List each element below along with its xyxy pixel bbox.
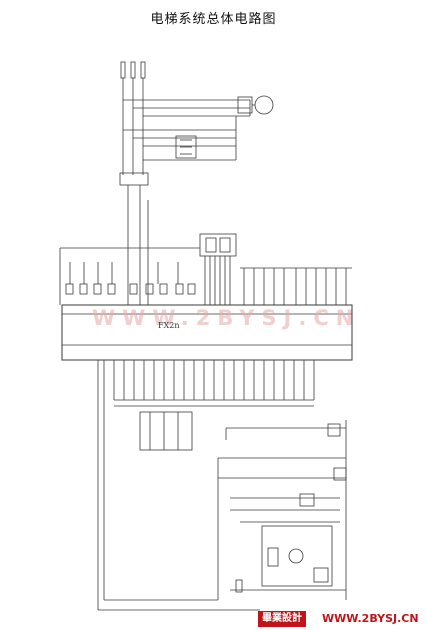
plc-input-wires	[97, 360, 315, 610]
page-title: 电梯系统总体电路图	[150, 12, 277, 27]
inverter-block	[175, 135, 197, 159]
footer-logo: 畢業設計	[258, 611, 306, 627]
output-coils	[59, 247, 200, 305]
call-indicators	[240, 267, 352, 305]
limit-switch-block	[139, 411, 193, 451]
footer-site-link[interactable]: WWW.2BYSJ.CN	[322, 612, 419, 625]
motor	[237, 95, 274, 115]
door-control-circuit	[217, 420, 347, 600]
plc-model-label: FX2n	[158, 321, 180, 330]
door-motor-circuit	[230, 525, 346, 593]
floor-display	[199, 233, 237, 305]
plc-body	[61, 304, 353, 361]
watermark: WWW.2BYSJ.CN	[92, 306, 361, 330]
transformer	[119, 172, 149, 186]
power-terminals	[120, 61, 146, 79]
three-phase-bus	[122, 78, 251, 175]
